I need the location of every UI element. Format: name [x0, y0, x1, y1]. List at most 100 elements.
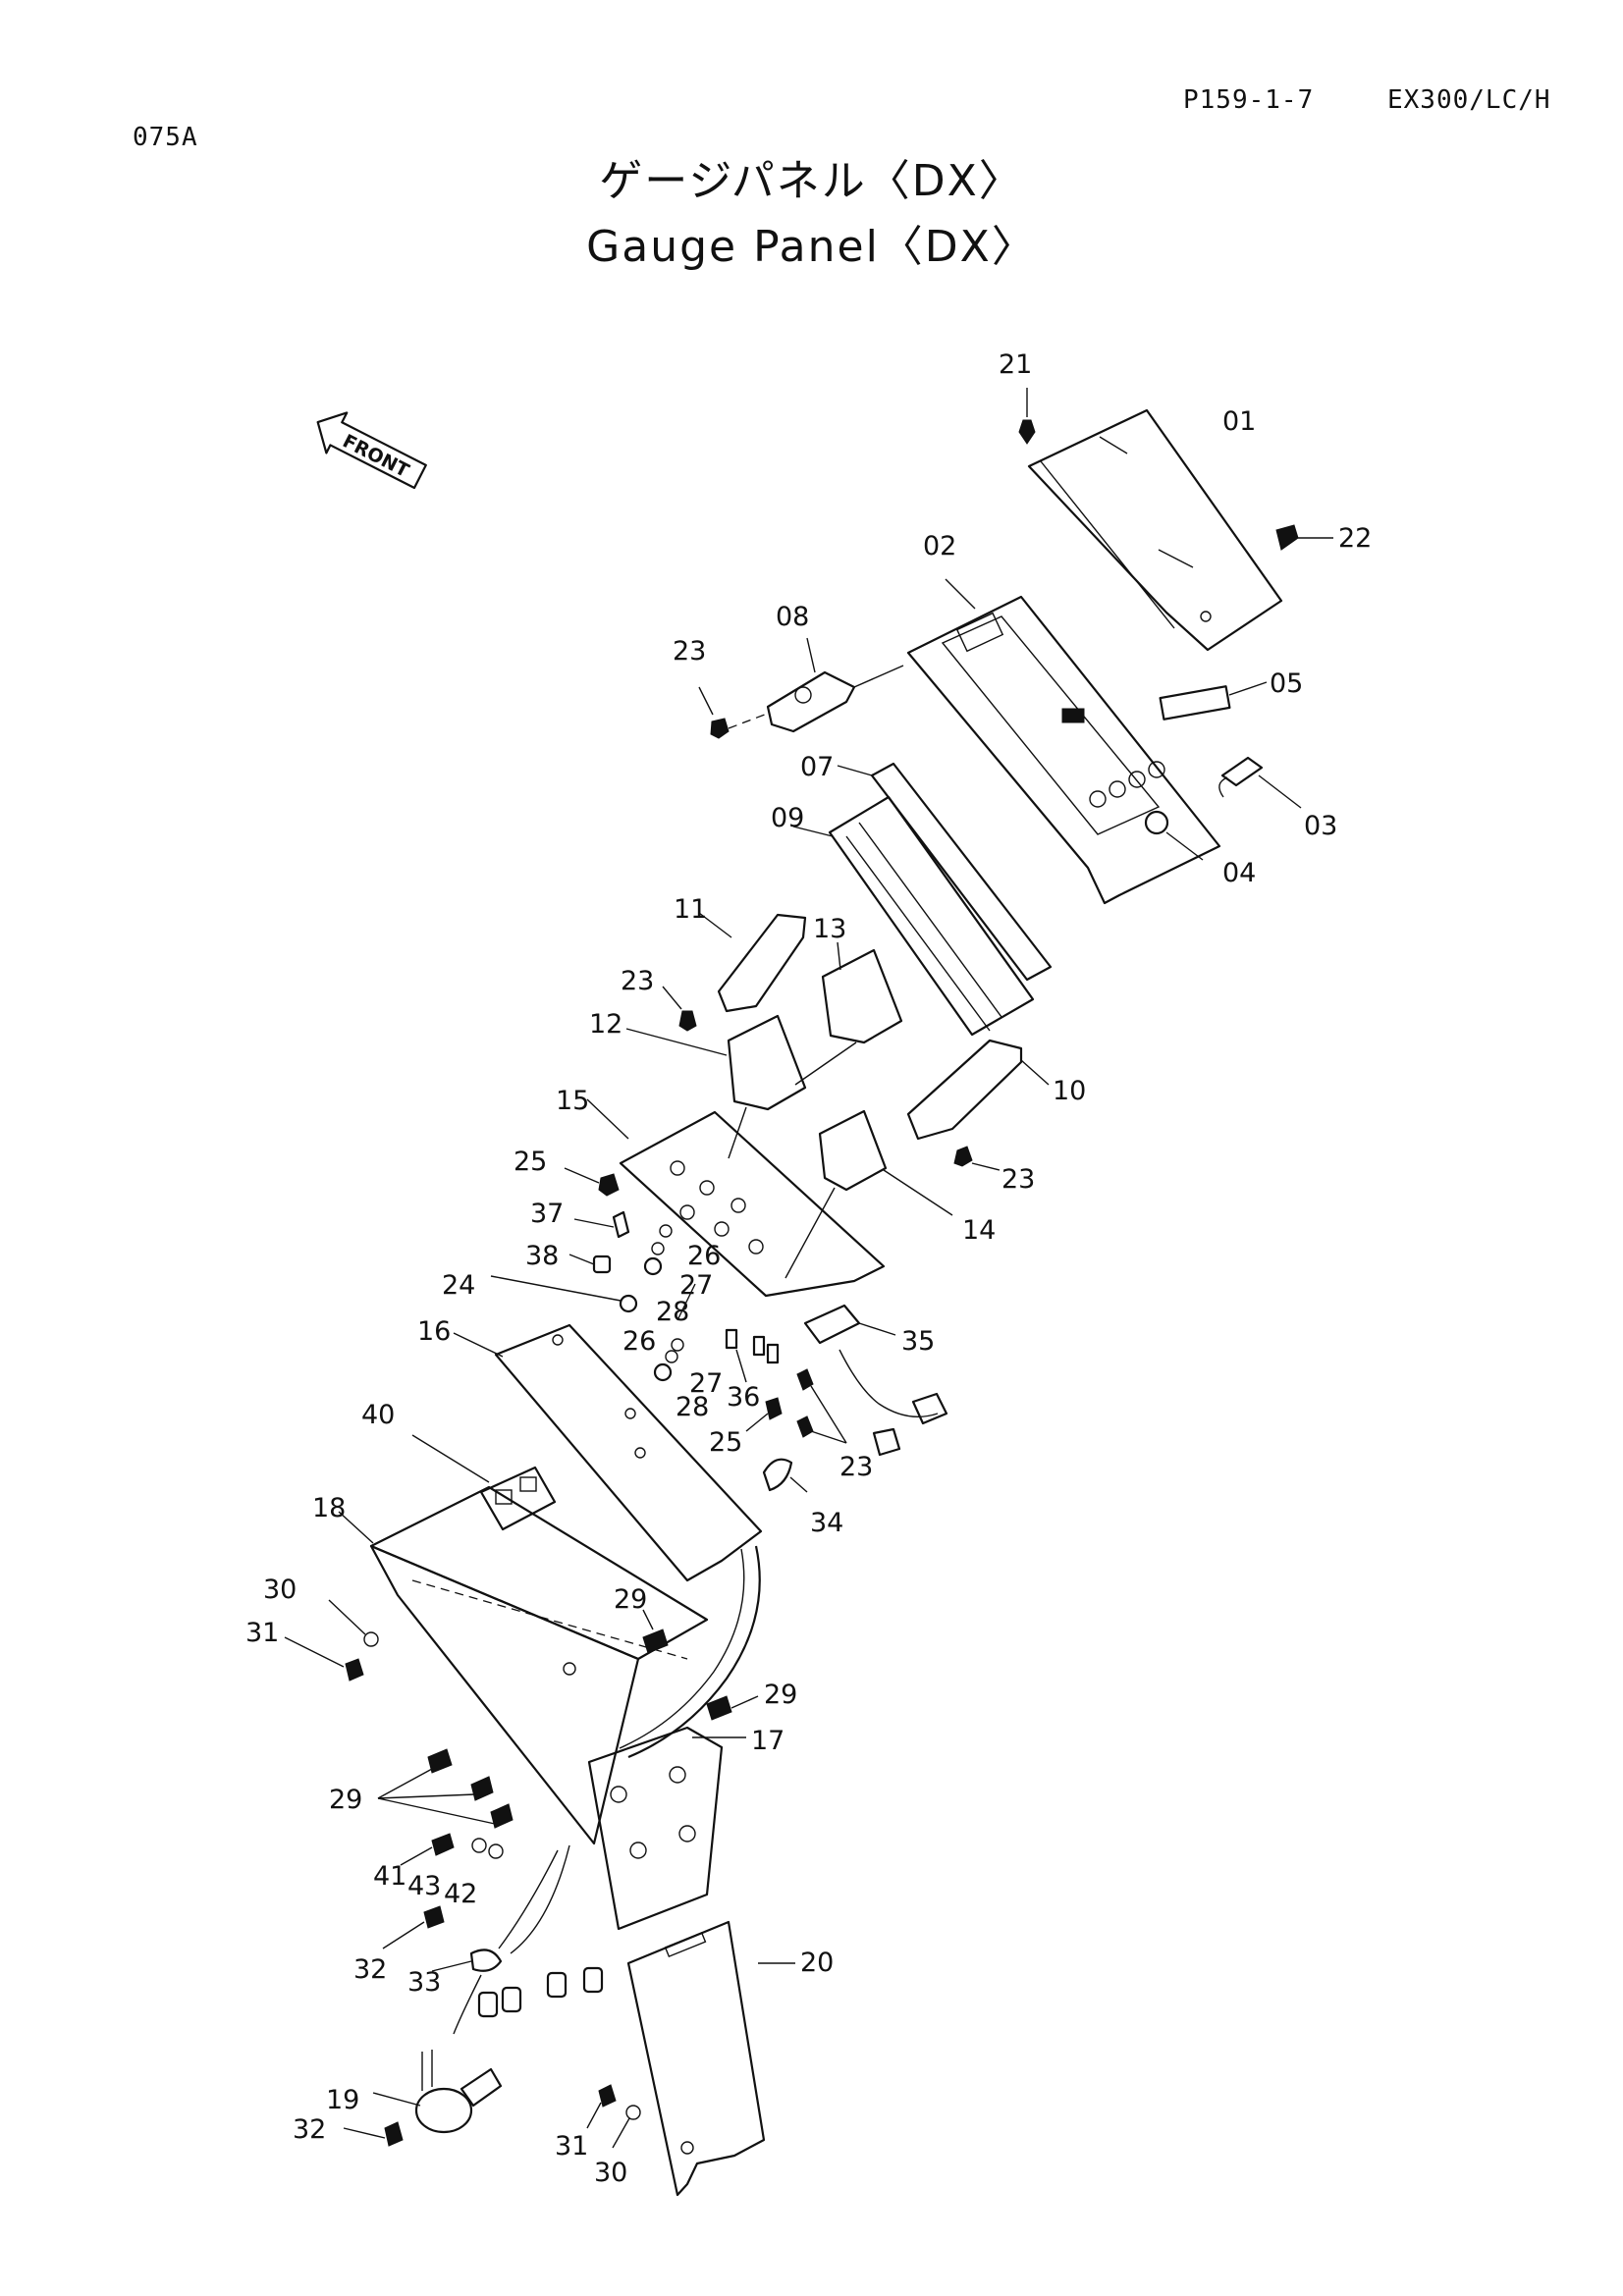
callout-22: 22: [1338, 523, 1372, 554]
callout-07: 07: [800, 752, 834, 782]
part-32-bolt: [423, 1905, 445, 1929]
part-38-fitting: [592, 1255, 612, 1274]
callout-26: 26: [687, 1241, 721, 1271]
callout-21: 21: [999, 349, 1032, 380]
callout-28: 28: [656, 1297, 689, 1327]
callout-25: 25: [514, 1147, 547, 1177]
callout-30: 30: [594, 2158, 627, 2188]
part-23-screw: [796, 1368, 814, 1391]
title-english: Gauge Panel〈DX〉: [586, 222, 1037, 272]
callout-29: 29: [764, 1680, 797, 1710]
part-18-box-housing: [338, 1485, 709, 1845]
callout-26: 26: [622, 1326, 656, 1357]
part-11-bracket: [698, 912, 807, 1013]
callout-12: 12: [589, 1009, 622, 1040]
part-23-screw: [953, 1146, 973, 1167]
callout-27: 27: [679, 1270, 713, 1301]
part-02-panel-housing: [906, 578, 1221, 905]
callout-24: 24: [442, 1270, 475, 1301]
callout-08: 08: [776, 602, 809, 632]
callout-28: 28: [676, 1392, 709, 1422]
part-17-stand: [587, 1726, 746, 1931]
part-27-washer: [651, 1242, 665, 1255]
part-29-bolt: [470, 1776, 494, 1801]
part-29-bolt: [490, 1803, 514, 1829]
hose: [627, 1545, 761, 1759]
part-14-gauge: [784, 1109, 953, 1279]
part-03-connector: [1218, 756, 1302, 809]
callout-30: 30: [263, 1575, 297, 1605]
callout-23: 23: [839, 1452, 873, 1482]
callout-37: 37: [530, 1199, 564, 1229]
part-23-screw: [710, 718, 730, 739]
part-13-gauge: [794, 941, 903, 1086]
callout-05: 05: [1270, 668, 1303, 699]
callout-36: 36: [727, 1382, 760, 1413]
part-01-cover: [1027, 408, 1283, 652]
callout-31: 31: [555, 2131, 588, 2162]
part-23-screw: [796, 1415, 814, 1438]
part-10-bracket: [906, 1039, 1050, 1141]
part-37-clip: [612, 1210, 630, 1239]
part-25-bolt: [598, 1173, 620, 1197]
part-12-gauge: [625, 1014, 807, 1159]
callout-20: 20: [800, 1948, 834, 1978]
part-16-base-plate: [453, 1323, 763, 1582]
callout-25: 25: [709, 1427, 742, 1458]
callout-14: 14: [962, 1215, 996, 1246]
callout-42: 42: [444, 1879, 477, 1909]
callout-29: 29: [614, 1584, 647, 1615]
callout-10: 10: [1053, 1076, 1086, 1106]
part-22-screw: [1275, 524, 1333, 551]
part-29-bolt: [706, 1695, 732, 1721]
part-25-bolt: [765, 1397, 783, 1420]
part-28-nut: [653, 1362, 673, 1382]
part-19-buzzer: [372, 2050, 503, 2134]
callout-04: 04: [1222, 858, 1256, 888]
callout-18: 18: [312, 1493, 346, 1523]
callout-31: 31: [245, 1618, 279, 1648]
part-05-label-strip: [1159, 685, 1231, 721]
callout-15: 15: [556, 1086, 589, 1116]
callout-17: 17: [751, 1726, 784, 1756]
callout-09: 09: [771, 803, 804, 833]
part-30-washer: [363, 1631, 379, 1647]
part-09-indicator-block: [792, 795, 1035, 1037]
part-26-washer: [671, 1338, 684, 1352]
callout-01: 01: [1222, 406, 1256, 437]
page-reference: P159-1-7: [1183, 85, 1315, 115]
part-29-bolt: [427, 1748, 453, 1774]
callout-32: 32: [353, 1954, 387, 1985]
part-20-cover-plate: [626, 1920, 795, 2197]
model-number: EX300/LC/H: [1387, 85, 1551, 115]
part-31-bolt: [598, 2084, 617, 2108]
part-27-washer: [665, 1350, 678, 1363]
page-code: 075A: [133, 123, 198, 152]
part-36-bulbs: [725, 1328, 780, 1383]
part-35-harness: [803, 1304, 948, 1457]
callout-23: 23: [1001, 1164, 1035, 1195]
part-42-washer: [488, 1843, 504, 1859]
callout-13: 13: [813, 914, 846, 944]
callout-34: 34: [810, 1508, 843, 1538]
callout-02: 02: [923, 531, 956, 561]
title-japanese: ゲージパネル〈DX〉: [599, 156, 1024, 206]
part-26-washer: [659, 1224, 673, 1238]
part-07-indicator-strip: [837, 762, 1053, 982]
callout-43: 43: [407, 1871, 441, 1901]
callout-03: 03: [1304, 811, 1337, 841]
callout-27: 27: [689, 1368, 723, 1399]
part-30-washer: [625, 2105, 641, 2120]
callout-40: 40: [361, 1400, 395, 1430]
part-21-screw: [1018, 388, 1036, 445]
callout-16: 16: [417, 1316, 451, 1347]
callout-32: 32: [293, 2114, 326, 2145]
callout-23: 23: [621, 966, 654, 996]
callout-11: 11: [674, 894, 707, 925]
callout-33: 33: [407, 1967, 441, 1998]
callout-35: 35: [901, 1326, 935, 1357]
callout-41: 41: [373, 1861, 406, 1892]
part-28-nut: [643, 1256, 663, 1276]
part-33-clamp: [431, 1844, 604, 2035]
